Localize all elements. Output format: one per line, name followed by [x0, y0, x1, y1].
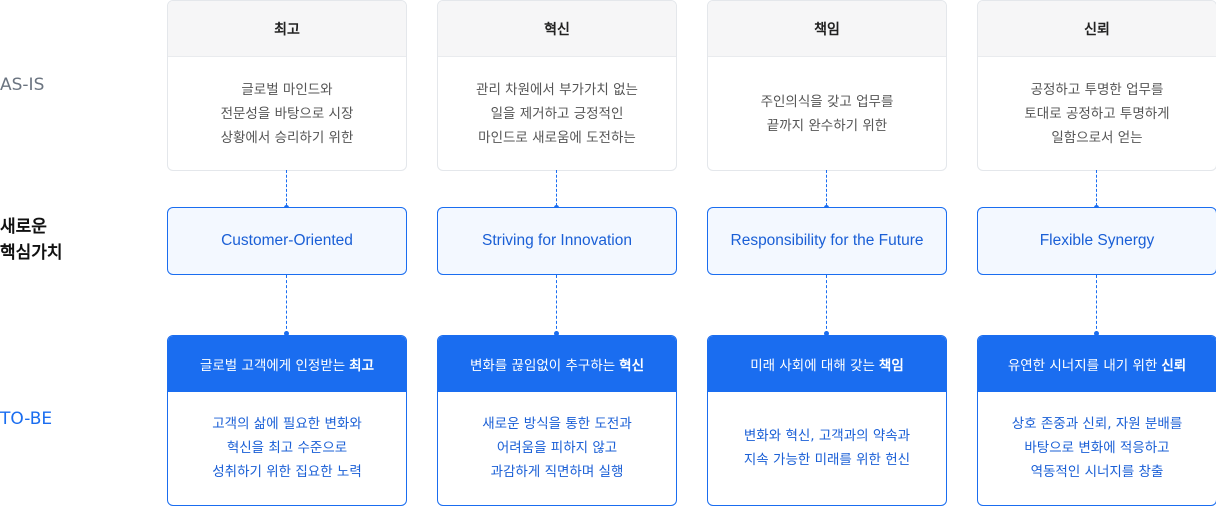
as-is-card: 혁신 관리 차원에서 부가가치 없는 일을 제거하고 긍정적인 마인드로 새로움…: [437, 0, 677, 171]
core-value-card: Responsibility for the Future: [707, 207, 947, 275]
as-is-card: 신뢰 공정하고 투명한 업무를 토대로 공정하고 투명하게 일함으로서 얻는: [977, 0, 1216, 171]
to-be-row-label: TO-BE: [0, 409, 53, 429]
as-is-title: 책임: [708, 1, 946, 57]
core-value-card: Customer-Oriented: [167, 207, 407, 275]
as-is-description: 공정하고 투명한 업무를 토대로 공정하고 투명하게 일함으로서 얻는: [1024, 81, 1170, 146]
as-is-card: 최고 글로벌 마인드와 전문성을 바탕으로 시장 상황에서 승리하기 위한: [167, 0, 407, 171]
as-is-title: 신뢰: [978, 1, 1216, 57]
to-be-title-text: 유연한 시너지를 내기 위한: [1007, 358, 1158, 374]
as-is-row-label: AS-IS: [0, 75, 45, 95]
core-values-row-label: 새로운 핵심가치: [0, 217, 63, 263]
as-is-title: 혁신: [438, 1, 676, 57]
as-is-description: 관리 차원에서 부가가치 없는 일을 제거하고 긍정적인 마인드로 새로움에 도…: [476, 81, 638, 146]
core-value-card: Striving for Innovation: [437, 207, 677, 275]
connector-line: [556, 275, 557, 334]
to-be-description: 새로운 방식을 통한 도전과 어려움을 피하지 않고 과감하게 직면하며 실행: [482, 416, 632, 480]
connector-dot: [554, 331, 559, 336]
value-column-1: 최고 글로벌 마인드와 전문성을 바탕으로 시장 상황에서 승리하기 위한 Cu…: [167, 0, 407, 506]
connector-line: [826, 275, 827, 334]
connector-line: [1096, 170, 1097, 206]
connector-line: [286, 170, 287, 206]
to-be-title-text: 변화를 끊임없이 추구하는: [469, 358, 616, 374]
connector-dot: [824, 331, 829, 336]
connector-line: [286, 275, 287, 334]
value-column-3: 책임 주인의식을 갖고 업무를 끝까지 완수하기 위한 Responsibili…: [707, 0, 947, 506]
value-column-4: 신뢰 공정하고 투명한 업무를 토대로 공정하고 투명하게 일함으로서 얻는 F…: [977, 0, 1216, 506]
connector-line: [1096, 275, 1097, 334]
value-column-2: 혁신 관리 차원에서 부가가치 없는 일을 제거하고 긍정적인 마인드로 새로움…: [437, 0, 677, 506]
connector-dot: [284, 331, 289, 336]
to-be-title-text: 글로벌 고객에게 인정받는: [199, 358, 346, 374]
to-be-keyword: 혁신: [619, 358, 645, 374]
to-be-keyword: 최고: [349, 358, 375, 374]
to-be-description: 고객의 삶에 필요한 변화와 혁신을 최고 수준으로 성취하기 위한 집요한 노…: [212, 416, 362, 480]
as-is-title: 최고: [168, 1, 406, 57]
to-be-keyword: 신뢰: [1161, 358, 1187, 374]
to-be-title-text: 미래 사회에 대해 갖는: [750, 358, 875, 374]
as-is-description: 주인의식을 갖고 업무를 끝까지 완수하기 위한: [760, 93, 894, 134]
as-is-description: 글로벌 마인드와 전문성을 바탕으로 시장 상황에서 승리하기 위한: [220, 81, 354, 146]
connector-line: [826, 170, 827, 206]
as-is-card: 책임 주인의식을 갖고 업무를 끝까지 완수하기 위한: [707, 0, 947, 171]
connector-dot: [1094, 331, 1099, 336]
connector-line: [556, 170, 557, 206]
to-be-keyword: 책임: [878, 358, 904, 374]
to-be-description: 상호 존중과 신뢰, 자원 분배를 바탕으로 변화에 적응하고 역동적인 시너지…: [1011, 416, 1183, 480]
to-be-description: 변화와 혁신, 고객과의 약속과 지속 가능한 미래를 위한 헌신: [743, 428, 911, 468]
core-value-card: Flexible Synergy: [977, 207, 1216, 275]
